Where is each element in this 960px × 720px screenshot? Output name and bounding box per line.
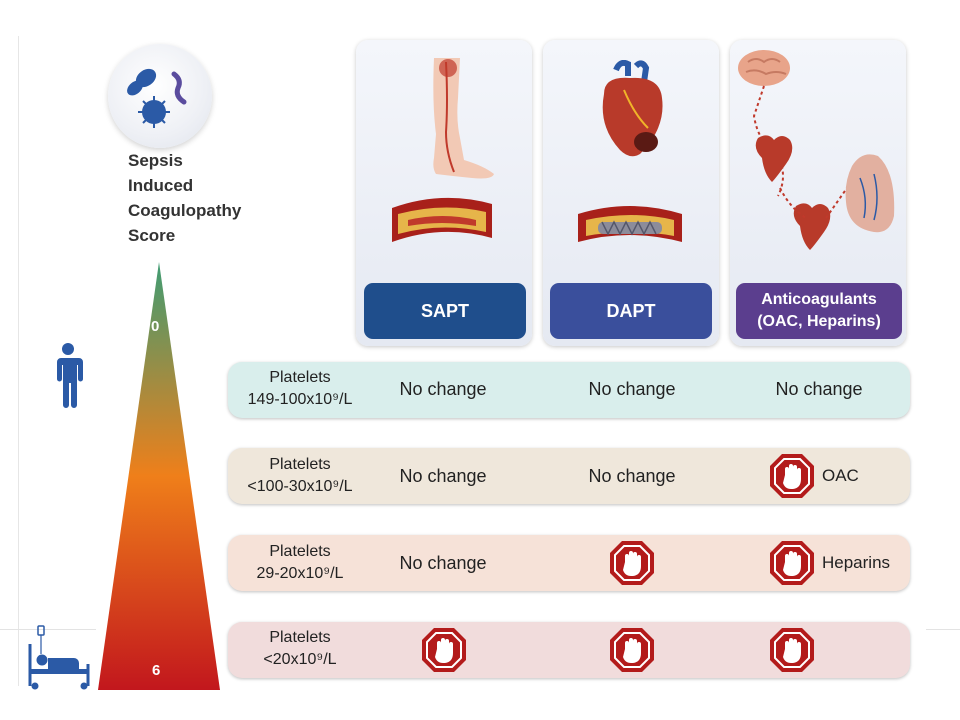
bottom-divider-left — [0, 629, 96, 630]
score-title-line: Sepsis — [128, 151, 183, 170]
platelet-range-label: Platelets <20x10⁹/L — [230, 627, 370, 671]
bottom-divider-right — [926, 629, 960, 630]
left-divider — [18, 36, 19, 686]
bacteria-icon — [108, 44, 212, 148]
platelet-label-range: <100-30x10⁹/L — [247, 478, 353, 495]
no-change-text: No change — [399, 466, 487, 486]
platelet-label-title: Platelets — [269, 369, 331, 386]
hospital-bed-icon — [28, 625, 90, 690]
platelet-row — [228, 362, 910, 418]
score-max: 6 — [152, 662, 161, 679]
stop-hand-icon — [768, 626, 816, 674]
platelet-range-label: Platelets <100-30x10⁹/L — [230, 454, 370, 498]
brain-heart-lung-illustration — [738, 50, 895, 250]
leg-illustration — [433, 58, 494, 179]
artery-stent-illustration — [578, 206, 682, 242]
stop-hand-icon — [768, 452, 816, 500]
score-title-line: Induced — [128, 176, 194, 195]
score-min: 0 — [151, 318, 160, 335]
anticoagulants-label: Anticoagulants (OAC, Heparins) — [736, 283, 902, 339]
platelet-range-label: Platelets 149-100x10⁹/L — [230, 367, 370, 411]
platelet-label-range: 149-100x10⁹/L — [247, 391, 353, 408]
stop-hand-icon — [608, 626, 656, 674]
score-title-line: Score — [128, 226, 176, 245]
oac-note: OAC — [822, 466, 859, 485]
person-icon — [57, 343, 83, 408]
score-title-line: Coagulopathy — [128, 201, 242, 220]
artery-plaque-illustration — [392, 197, 492, 242]
no-change-text: No change — [588, 466, 676, 486]
no-change-text: No change — [399, 553, 487, 573]
platelet-label-title: Platelets — [269, 543, 331, 560]
no-change-text: No change — [399, 379, 487, 399]
platelet-range-label: Platelets 29-20x10⁹/L — [230, 541, 370, 585]
heart-illustration — [602, 60, 663, 157]
platelet-label-title: Platelets — [269, 456, 331, 473]
platelet-label-range: 29-20x10⁹/L — [256, 565, 344, 582]
score-gradient-triangle — [98, 262, 220, 690]
platelet-label-range: <20x10⁹/L — [263, 651, 337, 668]
heparins-note: Heparins — [822, 553, 891, 572]
no-change-text: No change — [588, 379, 676, 399]
score-title: Sepsis Induced Coagulopathy Score — [128, 148, 278, 248]
platelet-label-title: Platelets — [269, 629, 331, 646]
stop-hand-icon — [420, 626, 468, 674]
no-change-text: No change — [775, 379, 863, 399]
sapt-label: SAPT — [364, 283, 526, 339]
dapt-label: DAPT — [550, 283, 712, 339]
stop-hand-icon — [608, 539, 656, 587]
bacteria-drawing — [127, 68, 187, 128]
stop-hand-icon — [768, 539, 816, 587]
